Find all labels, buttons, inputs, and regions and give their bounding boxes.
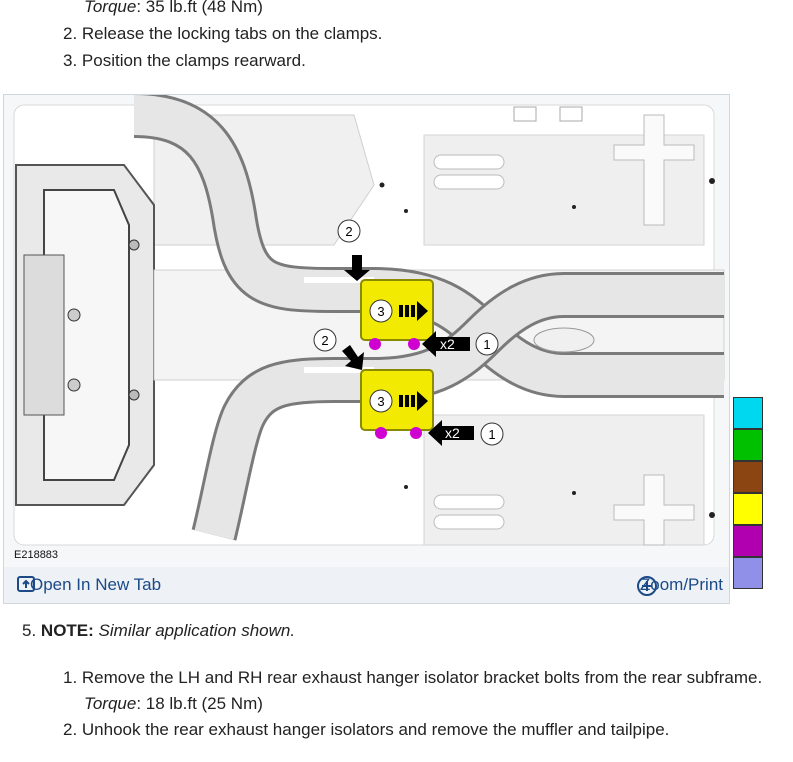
open-tab-label: Open In New Tab	[30, 575, 162, 594]
torque-line-top: Torque: 35 lb.ft (48 Nm)	[84, 0, 263, 17]
figure-toolbar: Open In New Tab Zoom/Print	[4, 567, 729, 603]
zoom-print-link[interactable]: Zoom/Print	[636, 575, 723, 596]
swatch-cyan[interactable]	[733, 397, 763, 429]
x2-label-top: x2	[440, 336, 455, 352]
step-2-text: 2. Release the locking tabs on the clamp…	[63, 24, 383, 43]
figure-id: E218883	[14, 549, 59, 561]
torque-label-bottom: Torque	[84, 694, 137, 713]
callout-2-top: 2	[345, 224, 352, 239]
torque-line-bottom: Torque: 18 lb.ft (25 Nm)	[84, 694, 263, 714]
step-5-sub-1: 1. Remove the LH and RH rear exhaust han…	[63, 668, 763, 687]
exhaust-diagram-figure: 2 2 3 3 1 1 x2 x2 E218883 Open In New Ta…	[3, 94, 730, 604]
swatch-brown[interactable]	[733, 461, 763, 493]
open-tab-icon	[17, 576, 35, 592]
zoom-print-label: Zoom/Print	[639, 575, 723, 594]
swatch-yellow[interactable]	[733, 493, 763, 525]
torque-label: Torque	[84, 0, 137, 16]
swatch-lavender[interactable]	[733, 557, 763, 589]
callout-1-top: 1	[483, 337, 490, 352]
callout-2-lower: 2	[321, 333, 328, 348]
x2-label-lower: x2	[445, 425, 460, 441]
note-label: NOTE:	[40, 621, 94, 640]
callout-1-lower: 1	[488, 427, 495, 442]
plus-circle-icon	[636, 576, 657, 596]
exhaust-diagram: 2 2 3 3 1 1 x2 x2	[4, 95, 729, 567]
note-text: Similar application shown.	[98, 621, 296, 640]
color-swatch-column	[733, 397, 763, 589]
swatch-magenta[interactable]	[733, 525, 763, 557]
step-5-sub-2: 2. Unhook the rear exhaust hanger isolat…	[63, 720, 670, 739]
torque-value-bottom: : 18 lb.ft (25 Nm)	[136, 694, 263, 713]
open-in-new-tab-link[interactable]: Open In New Tab	[16, 575, 161, 595]
callout-3-top: 3	[377, 304, 384, 319]
swatch-green[interactable]	[733, 429, 763, 461]
torque-value: : 35 lb.ft (48 Nm)	[136, 0, 263, 16]
step-5-note: 5. NOTE: Similar application shown.	[22, 621, 295, 641]
callout-3-lower: 3	[377, 394, 384, 409]
step-3-text: 3. Position the clamps rearward.	[63, 51, 306, 70]
step-5-number: 5.	[22, 621, 37, 640]
